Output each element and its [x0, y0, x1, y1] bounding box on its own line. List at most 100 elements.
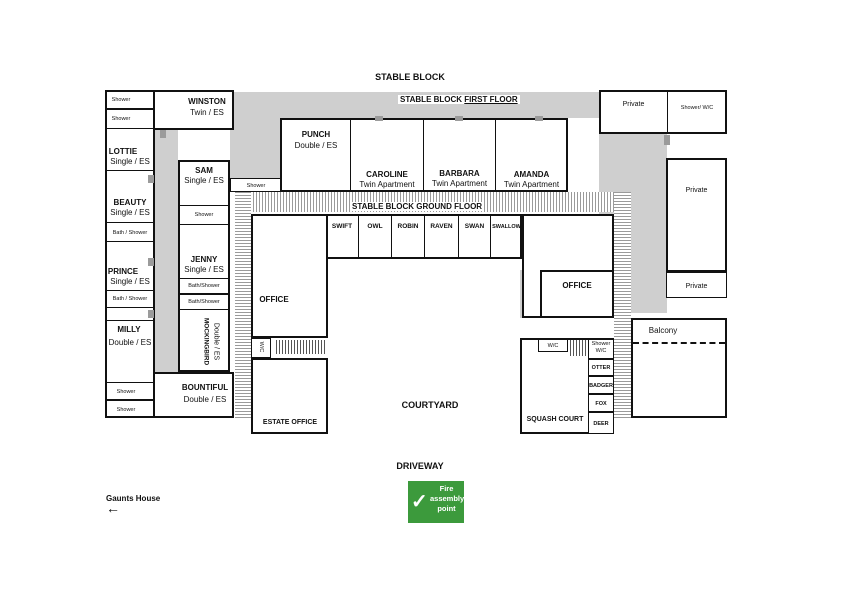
estate-office-label: ESTATE OFFICE — [262, 419, 318, 426]
room-winston-name: WINSTON — [188, 97, 226, 106]
room-amanda-name: AMANDA — [513, 170, 550, 179]
room-bountiful-type: Double / ES — [183, 395, 227, 404]
first-floor-heading: STABLE BLOCK FIRST FLOOR — [398, 95, 520, 104]
ground-floor-walkway-right — [614, 192, 631, 418]
room-sam-type: Single / ES — [184, 176, 224, 185]
room-jenny-type: Single / ES — [184, 265, 224, 274]
first-floor-heading-prefix: STABLE BLOCK — [400, 95, 465, 104]
room-mockingbird-type: Double / ES — [212, 322, 220, 361]
office-label: OFFICE — [562, 281, 592, 290]
room-otter-name: OTTER — [591, 365, 611, 371]
private-label: Private — [685, 283, 708, 290]
bath-shower-label: Bath/Shower — [188, 299, 220, 305]
ground-floor-heading: STABLE BLOCK GROUND FLOOR — [350, 202, 485, 211]
shower-label: Shower — [194, 212, 214, 218]
bath-shower-room — [179, 278, 229, 294]
stairs — [276, 340, 326, 354]
balcony-rail — [633, 342, 725, 344]
wc-room — [538, 339, 568, 352]
room-amanda-type: Twin Apartment — [503, 180, 560, 189]
shower-wc-label-line1: Shower — [591, 341, 611, 347]
shower-room — [106, 400, 154, 417]
divider — [423, 118, 424, 192]
door — [455, 116, 463, 121]
room-robin: ROBIN — [397, 223, 419, 230]
divider — [350, 118, 351, 192]
fire-assembly-label: Fire assembly point — [430, 484, 464, 514]
shower-label: Shower — [246, 183, 266, 189]
courtyard-label: COURTYARD — [401, 400, 459, 410]
office-right[interactable] — [540, 270, 614, 318]
shower-room — [106, 109, 154, 129]
bath-shower-room — [106, 290, 154, 308]
door — [160, 130, 166, 138]
first-floor-rooms — [280, 118, 568, 192]
left-arrow-icon: ← — [106, 500, 120, 516]
wc-room — [251, 338, 271, 358]
room-milly-name: MILLY — [117, 325, 141, 334]
room-owl: OWL — [367, 223, 383, 230]
door — [664, 135, 670, 145]
bath-shower-label: Bath/Shower — [188, 283, 220, 289]
room-winston[interactable] — [154, 90, 234, 130]
private-room — [666, 158, 727, 272]
door — [148, 175, 154, 183]
shower-label: Shower — [116, 389, 136, 395]
first-floor-corridor-left — [154, 92, 178, 378]
shower-label: Shower — [116, 407, 136, 413]
room-caroline-name: CAROLINE — [366, 170, 408, 179]
room-mockingbird[interactable]: MOCKINGBIRD — [196, 318, 210, 370]
room-punch-name: PUNCH — [301, 130, 331, 139]
room-swallow: SWALLOW — [492, 224, 521, 230]
office-label: OFFICE — [259, 295, 289, 304]
divider — [424, 214, 425, 259]
door — [148, 310, 154, 318]
room-punch-type: Double / ES — [294, 141, 338, 150]
shower-label: Shower — [111, 116, 131, 122]
room-milly-type: Double / ES — [108, 338, 152, 347]
shower-wc-room — [588, 339, 614, 359]
room-deer[interactable] — [588, 412, 614, 434]
room-fox-name: FOX — [595, 401, 607, 407]
shower-room — [106, 91, 154, 109]
divider — [391, 214, 392, 259]
inner-left-wing — [178, 160, 230, 372]
divider — [458, 214, 459, 259]
room-lottie-name: LOTTIE — [108, 147, 138, 156]
room-fox[interactable] — [588, 394, 614, 412]
room-otter[interactable] — [588, 359, 614, 376]
room-swan: SWAN — [464, 223, 485, 230]
stable-block-heading: STABLE BLOCK — [375, 72, 445, 82]
room-prince-type: Single / ES — [110, 277, 150, 286]
divider — [495, 118, 496, 192]
ground-floor-walkway-left — [235, 192, 251, 418]
door — [148, 258, 154, 266]
stairs — [570, 340, 588, 356]
fire-assembly-sign: ✓ Fire assembly point — [408, 481, 464, 523]
private-room — [666, 272, 727, 298]
first-floor-heading-suffix: FIRST FLOOR — [464, 95, 518, 104]
left-wing — [105, 90, 155, 418]
right-upper-block — [599, 90, 727, 134]
shower-room — [179, 205, 229, 225]
balcony-label: Balcony — [648, 326, 678, 335]
private-label: Private — [685, 187, 708, 194]
fire-assembly-line1: Fire — [439, 484, 454, 493]
room-beauty-name: BEAUTY — [113, 198, 147, 207]
room-bountiful[interactable] — [154, 372, 234, 418]
divider — [106, 320, 154, 321]
room-jenny-name: JENNY — [190, 255, 218, 264]
room-sam-name: SAM — [195, 166, 213, 175]
shower-wc-label-line2: W/C — [595, 348, 607, 354]
door — [535, 116, 543, 121]
driveway-heading: DRIVEWAY — [396, 461, 444, 471]
divider — [490, 214, 491, 259]
office-left[interactable] — [251, 214, 328, 338]
bath-shower-label: Bath / Shower — [112, 230, 148, 236]
room-badger[interactable] — [588, 376, 614, 394]
bath-shower-room — [106, 222, 154, 242]
room-badger-name: BADGER — [589, 383, 613, 389]
shower-wc-label: Shower/ W/C — [680, 105, 714, 111]
estate-office[interactable] — [251, 358, 328, 434]
